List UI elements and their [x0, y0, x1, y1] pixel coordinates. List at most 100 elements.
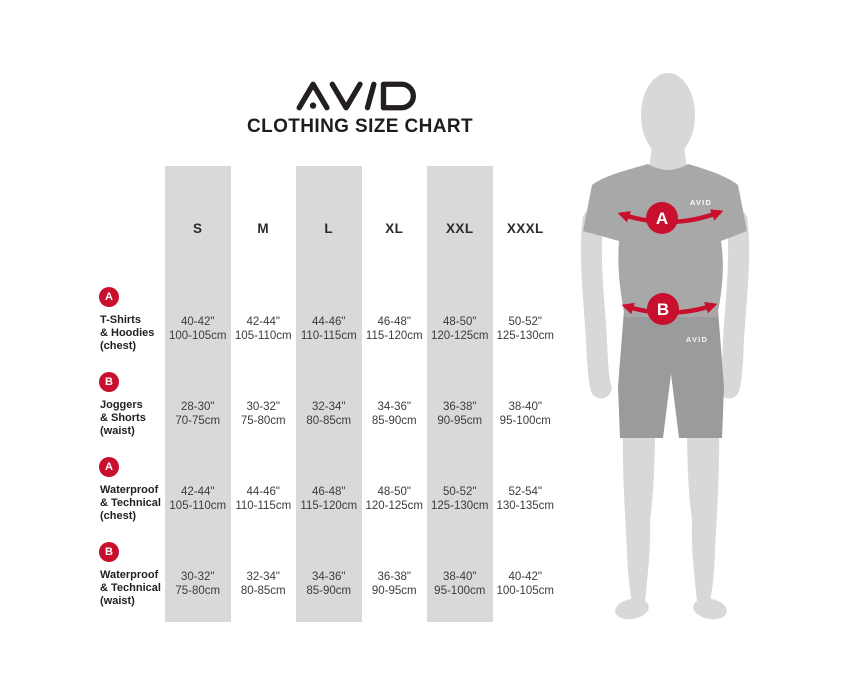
size-value-cell: 48-50"120-125cm [427, 286, 493, 371]
size-value-cell: 40-42"100-105cm [165, 286, 231, 371]
value-cm: 100-105cm [168, 329, 227, 342]
column-header-s: S [193, 221, 203, 236]
size-value-cell: 34-36"85-90cm [362, 371, 428, 456]
row-marker-badge-a: A [99, 457, 119, 477]
value-cm: 75-80cm [175, 584, 221, 597]
marker-letter: A [105, 291, 113, 303]
waist-marker-badge [647, 293, 679, 325]
size-table: S M L XL XXL XXXL A T-Shirts & Hoodies (… [95, 166, 559, 626]
value-cm: 125-130cm [430, 499, 489, 512]
value-cm: 130-135cm [496, 499, 555, 512]
value-inches: 32-34" [246, 570, 281, 583]
brand-logo-avid [296, 81, 416, 111]
right-leg [687, 422, 720, 602]
marker-letter: A [105, 461, 113, 473]
value-cm: 105-110cm [234, 329, 292, 342]
garment-logo-chest: AVID [690, 198, 712, 207]
row-label-text: T-Shirts & Hoodies (chest) [100, 314, 155, 352]
size-value-cell: 32-34"80-85cm [231, 541, 297, 626]
body-measurement-figure: AVID AVID A B [580, 73, 750, 620]
value-inches: 48-50" [443, 315, 477, 328]
value-cm: 85-90cm [306, 584, 352, 597]
right-foot [693, 598, 727, 620]
size-value-cell: 36-38"90-95cm [362, 541, 428, 626]
value-inches: 30-32" [246, 400, 281, 413]
column-header-xxxl: XXXL [506, 221, 544, 236]
value-inches: 38-40" [443, 570, 477, 583]
column-header-l: L [324, 221, 334, 236]
waist-marker-letter: B [657, 300, 669, 319]
column-stripe-s [165, 166, 231, 622]
value-cm: 115-120cm [365, 329, 423, 342]
value-inches: 42-44" [246, 315, 281, 328]
value-inches: 36-38" [443, 400, 477, 413]
left-leg [622, 422, 655, 602]
value-cm: 90-95cm [371, 584, 417, 597]
size-value-cell: 42-44"105-110cm [165, 456, 231, 541]
row-label-waterproof-chest: A Waterproof & Technical (chest) [95, 456, 165, 541]
value-cm: 90-95cm [437, 414, 483, 427]
size-value-cell: 30-32"75-80cm [231, 371, 297, 456]
value-inches: 46-48" [377, 315, 412, 328]
size-value-cell: 50-52"125-130cm [427, 456, 493, 541]
value-inches: 50-52" [508, 315, 543, 328]
value-inches: 28-30" [181, 400, 215, 413]
value-cm: 75-80cm [240, 414, 286, 427]
garment-logo-shorts: AVID [686, 335, 708, 344]
value-inches: 42-44" [181, 485, 215, 498]
value-cm: 70-75cm [175, 414, 221, 427]
size-value-cell: 36-38"90-95cm [427, 371, 493, 456]
t-shirt [583, 164, 747, 317]
value-inches: 34-36" [377, 400, 412, 413]
corner-cell [95, 166, 165, 286]
page-title: CLOTHING SIZE CHART [246, 116, 474, 137]
size-value-cell: 34-36"85-90cm [296, 541, 362, 626]
size-value-cell: 28-30"70-75cm [165, 371, 231, 456]
head [641, 73, 695, 157]
value-cm: 95-100cm [434, 584, 486, 597]
left-arm [580, 209, 612, 399]
value-inches: 44-46" [246, 485, 281, 498]
row-marker-badge-a: A [99, 287, 119, 307]
column-header-xxl: XXL [446, 221, 474, 236]
value-inches: 52-54" [508, 485, 543, 498]
row-label-tshirts-hoodies: A T-Shirts & Hoodies (chest) [95, 286, 165, 371]
size-value-cell: 44-46"110-115cm [296, 286, 362, 371]
value-cm: 100-105cm [496, 584, 555, 597]
row-label-joggers-shorts: B Joggers & Shorts (waist) [95, 371, 165, 456]
shorts [618, 310, 724, 438]
chest-marker-badge [646, 202, 678, 234]
size-value-cell: 38-40"95-100cm [427, 541, 493, 626]
value-inches: 46-48" [312, 485, 346, 498]
size-value-cell: 50-52"125-130cm [493, 286, 559, 371]
value-cm: 125-130cm [496, 329, 555, 342]
row-label-text: Waterproof & Technical (waist) [100, 569, 161, 607]
size-value-cell: 52-54"130-135cm [493, 456, 559, 541]
marker-letter: B [105, 546, 113, 558]
size-table-grid: S M L XL XXL XXXL A T-Shirts & Hoodies (… [95, 166, 559, 626]
neck [649, 137, 687, 172]
size-value-cell: 46-48"115-120cm [296, 456, 362, 541]
value-inches: 30-32" [181, 570, 215, 583]
chest-marker-letter: A [656, 209, 668, 228]
value-cm: 85-90cm [371, 414, 417, 427]
row-label-text: Waterproof & Technical (chest) [100, 484, 161, 522]
column-stripe-l [296, 166, 362, 622]
value-inches: 40-42" [181, 315, 215, 328]
value-inches: 38-40" [508, 400, 543, 413]
size-value-cell: 40-42"100-105cm [493, 541, 559, 626]
column-header-m: M [257, 221, 270, 236]
size-value-cell: 44-46"110-115cm [231, 456, 297, 541]
value-inches: 36-38" [377, 570, 412, 583]
row-marker-badge-b: B [99, 372, 119, 392]
row-label-waterproof-waist: B Waterproof & Technical (waist) [95, 541, 165, 626]
value-inches: 44-46" [312, 315, 346, 328]
value-inches: 50-52" [443, 485, 477, 498]
value-cm: 120-125cm [430, 329, 489, 342]
value-cm: 105-110cm [169, 499, 227, 512]
value-inches: 40-42" [508, 570, 543, 583]
size-value-cell: 48-50"120-125cm [362, 456, 428, 541]
value-cm: 80-85cm [306, 414, 352, 427]
size-value-cell: 38-40"95-100cm [493, 371, 559, 456]
